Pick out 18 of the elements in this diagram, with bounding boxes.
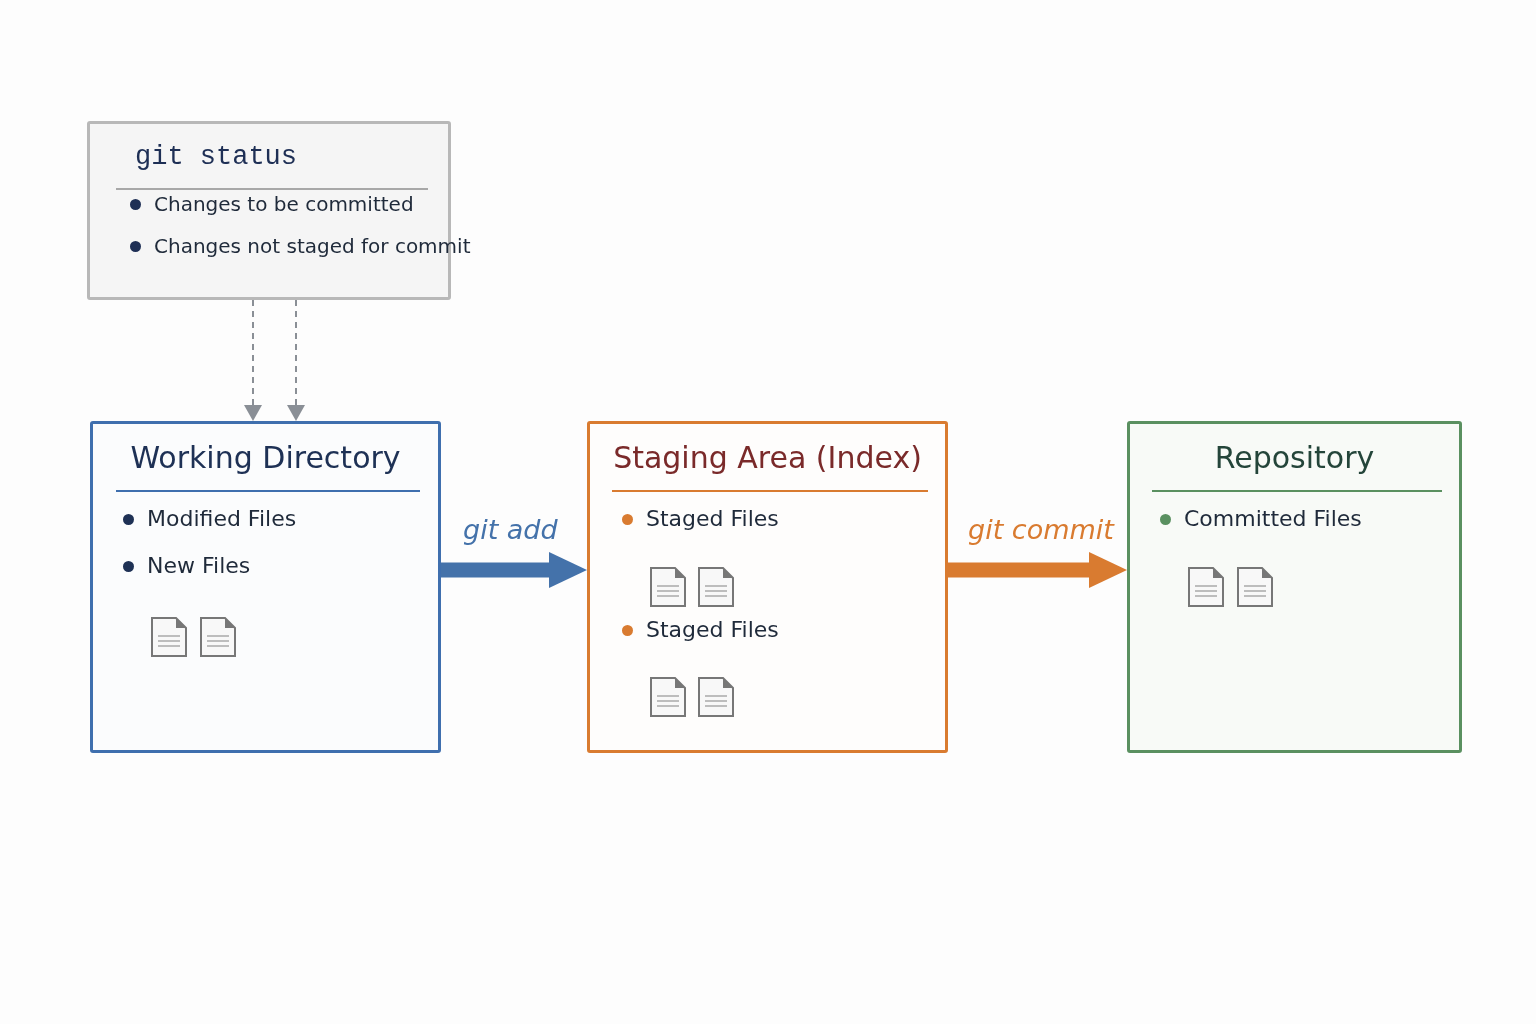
command-title: git status	[135, 142, 298, 172]
list-item: Changes not staged for commit	[130, 234, 471, 258]
list-item: Staged Files	[622, 617, 779, 642]
staging-area-box	[587, 421, 948, 753]
list-item: Committed Files	[1160, 506, 1362, 531]
box-title: Repository	[1213, 440, 1376, 475]
box-title: Staging Area (Index)	[612, 440, 923, 475]
box-title: Working Directory	[129, 440, 402, 475]
list-item: Modified Files	[123, 506, 297, 531]
dashed-arrow	[287, 299, 305, 421]
dashed-arrow	[244, 299, 262, 421]
repository-box	[1127, 421, 1462, 753]
arrow	[948, 552, 1127, 588]
arrow	[441, 552, 587, 588]
list-item: Staged Files	[622, 506, 779, 531]
list-item: Changes to be committed	[130, 192, 414, 216]
working-directory-box	[90, 421, 441, 753]
list-item: New Files	[123, 553, 251, 578]
